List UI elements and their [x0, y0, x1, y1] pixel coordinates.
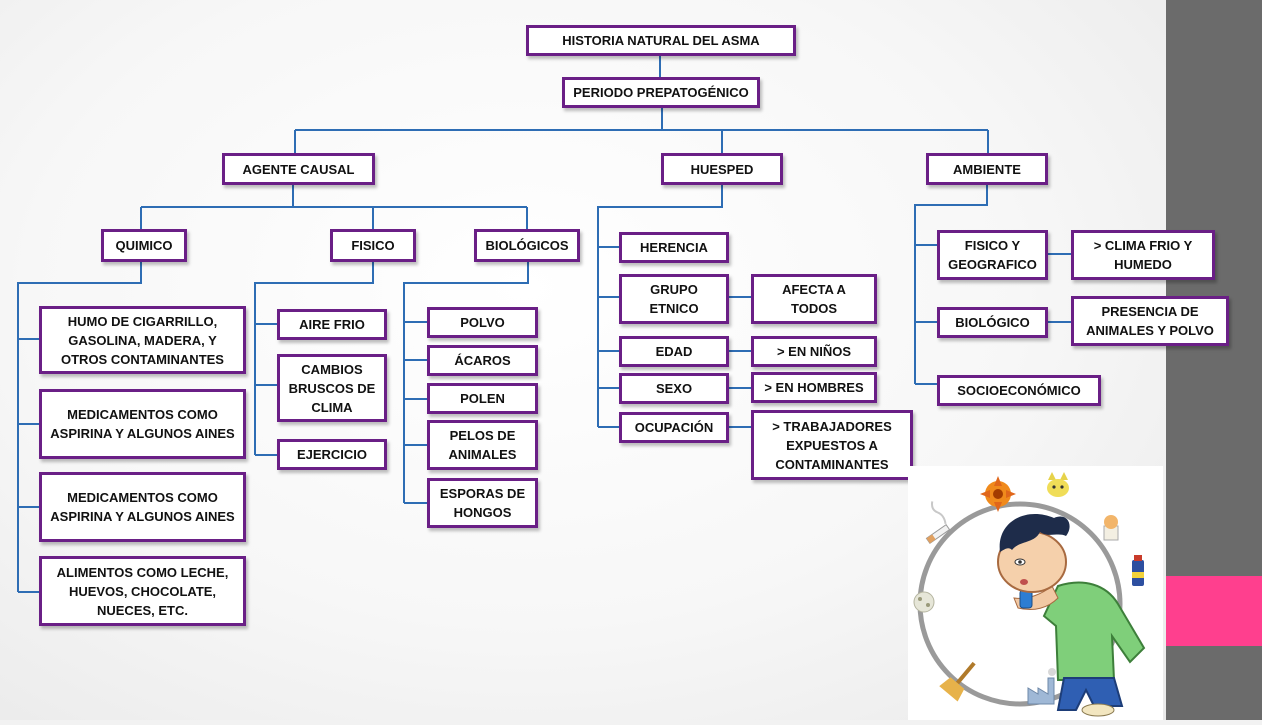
- dust-icon: [913, 591, 935, 613]
- environment-item: SOCIOECONÓMICO: [937, 375, 1101, 406]
- host-item: OCUPACIÓN: [619, 412, 729, 443]
- physical-item: AIRE FRIO: [277, 309, 387, 340]
- food-icon: [1103, 515, 1119, 541]
- environment-detail: PRESENCIA DE ANIMALES Y POLVO: [1071, 296, 1229, 346]
- cat-icon: [1047, 472, 1069, 497]
- environment-item: BIOLÓGICO: [937, 307, 1048, 338]
- host-item: GRUPO ETNICO: [619, 274, 729, 324]
- chemical-item: MEDICAMENTOS COMO ASPIRINA Y ALGUNOS AIN…: [39, 472, 246, 542]
- chemical-item: ALIMENTOS COMO LECHE, HUEVOS, CHOCOLATE,…: [39, 556, 246, 626]
- broom-icon: [939, 661, 976, 702]
- flower-icon: [980, 476, 1016, 512]
- chemical-node: QUIMICO: [101, 229, 187, 262]
- environment-node: AMBIENTE: [926, 153, 1048, 185]
- cigarette-icon: [925, 501, 951, 545]
- factory-icon: [1027, 668, 1056, 705]
- connector-lines: [17, 54, 1072, 593]
- host-item: HERENCIA: [619, 232, 729, 263]
- spray-icon: [1132, 555, 1144, 586]
- asthma-illustration: [908, 466, 1163, 720]
- biological-item: ESPORAS DE HONGOS: [427, 478, 538, 528]
- physical-node: FISICO: [330, 229, 416, 262]
- biological-node: BIOLÓGICOS: [474, 229, 580, 262]
- chemical-item: HUMO DE CIGARRILLO, GASOLINA, MADERA, Y …: [39, 306, 246, 374]
- host-detail: AFECTA A TODOS: [751, 274, 877, 324]
- biological-item: POLEN: [427, 383, 538, 414]
- chemical-item: MEDICAMENTOS COMO ASPIRINA Y ALGUNOS AIN…: [39, 389, 246, 459]
- biological-item: PELOS DE ANIMALES: [427, 420, 538, 470]
- period-node: PERIODO PREPATOGÉNICO: [562, 77, 760, 108]
- biological-item: ÁCAROS: [427, 345, 538, 376]
- physical-item: CAMBIOS BRUSCOS DE CLIMA: [277, 354, 387, 422]
- host-detail: > EN HOMBRES: [751, 372, 877, 403]
- physical-item: EJERCICIO: [277, 439, 387, 470]
- host-item: EDAD: [619, 336, 729, 367]
- environment-detail: > CLIMA FRIO Y HUMEDO: [1071, 230, 1215, 280]
- host-item: SEXO: [619, 373, 729, 404]
- biological-item: POLVO: [427, 307, 538, 338]
- host-detail: > EN NIÑOS: [751, 336, 877, 367]
- agent-node: AGENTE CAUSAL: [222, 153, 375, 185]
- boy-figure: [997, 513, 1146, 717]
- host-node: HUESPED: [661, 153, 783, 185]
- side-accent: [1166, 576, 1262, 646]
- environment-item: FISICO Y GEOGRAFICO: [937, 230, 1048, 280]
- root-node: HISTORIA NATURAL DEL ASMA: [526, 25, 796, 56]
- host-detail: > TRABAJADORES EXPUESTOS A CONTAMINANTES: [751, 410, 913, 480]
